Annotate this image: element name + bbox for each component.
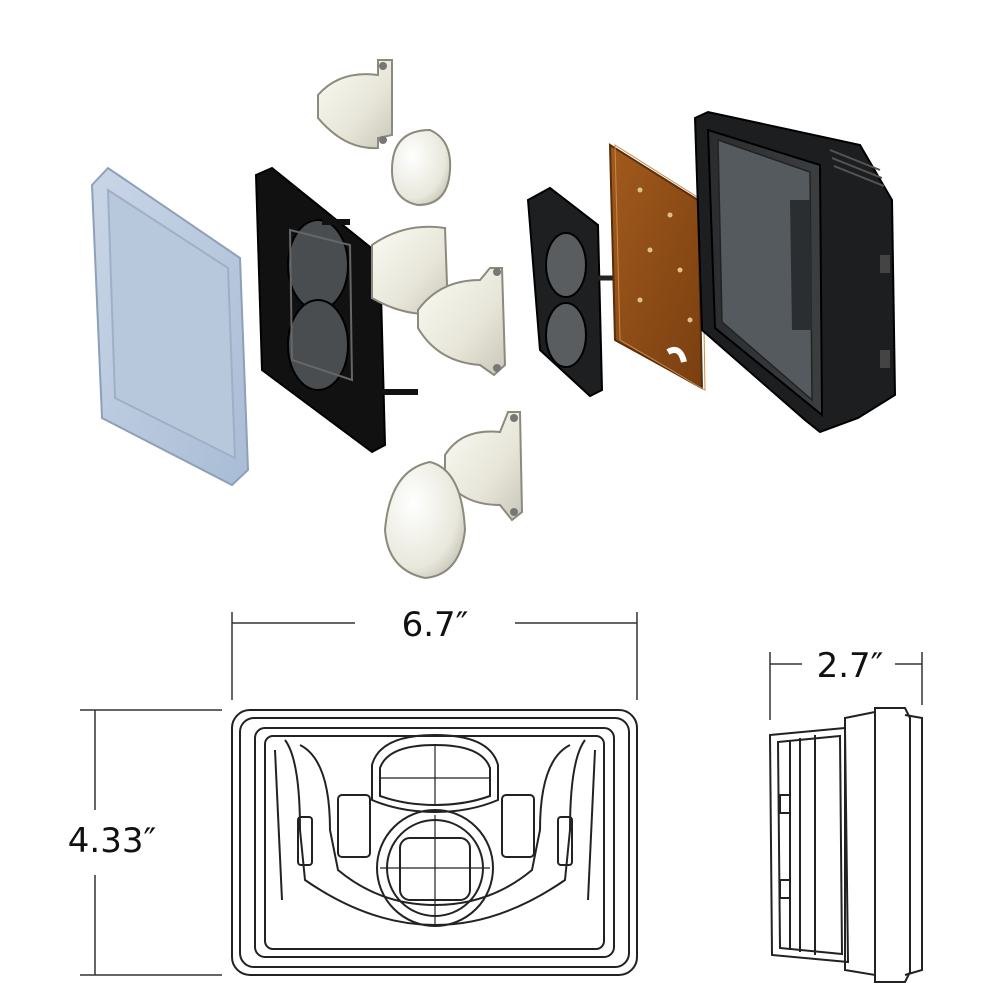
exploded-view	[90, 59, 897, 580]
dome-bottom	[383, 460, 467, 580]
clear-lens	[90, 166, 250, 487]
pcb-board	[608, 143, 706, 391]
dome-top	[390, 128, 452, 207]
housing	[693, 110, 897, 434]
front-view-drawing	[231, 709, 638, 976]
side-view-drawing	[768, 707, 923, 983]
led-mount-bracket	[526, 186, 625, 398]
reflector-cup-top	[317, 59, 393, 150]
bezel-frame	[254, 166, 420, 454]
reflector-cup-lower	[417, 267, 507, 377]
depth-dimension-label: 2.7″	[817, 646, 884, 686]
width-dimension-label: 6.7″	[402, 605, 469, 645]
reflector-cup-bottom	[444, 411, 524, 522]
height-dimension-label: 4.33″	[68, 821, 156, 861]
dimension-lines	[80, 612, 923, 976]
